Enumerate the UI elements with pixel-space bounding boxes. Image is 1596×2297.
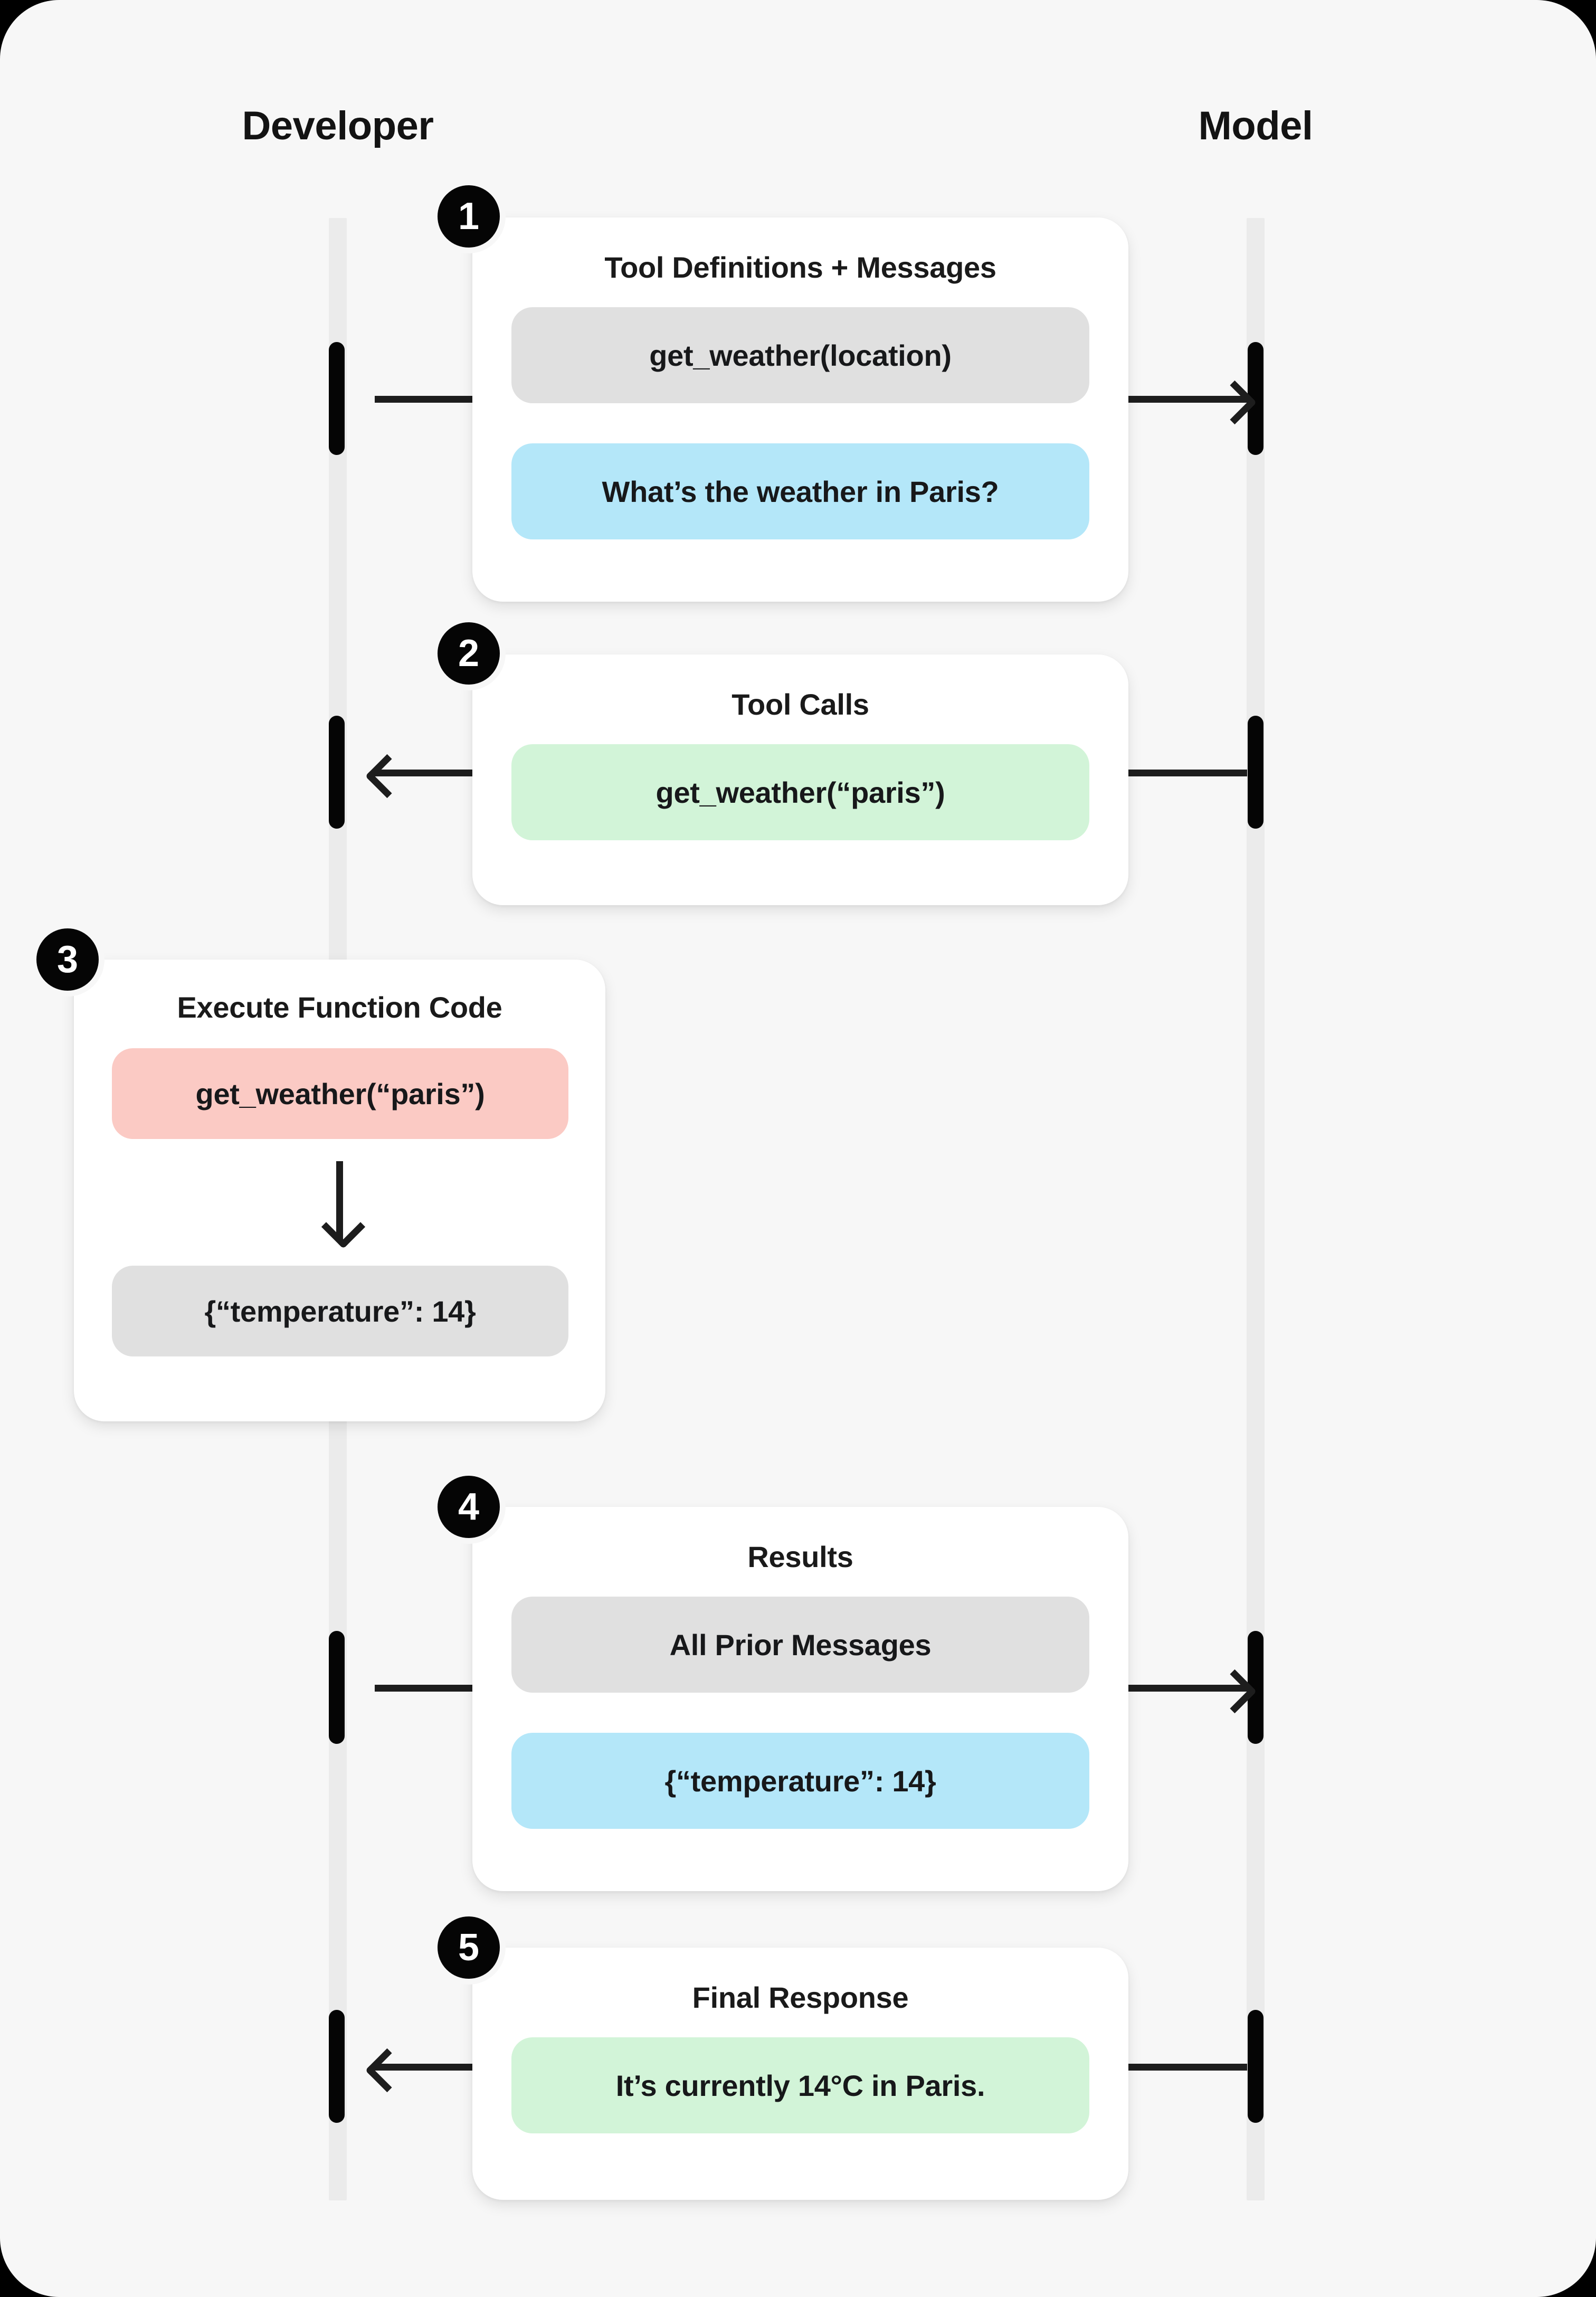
lifeline-model — [1247, 218, 1265, 2200]
card-step-4[interactable]: Results All Prior Messages {“temperature… — [472, 1507, 1128, 1891]
pill-function-result: {“temperature”: 14} — [112, 1266, 568, 1356]
card-step-5[interactable]: Final Response It’s currently 14°C in Pa… — [472, 1948, 1128, 2200]
card-title-step-5: Final Response — [692, 1981, 909, 2014]
arrow-down-icon — [321, 1161, 365, 1249]
column-header-developer: Developer — [242, 103, 434, 148]
arrow-card-to-model-step-4 — [1127, 1669, 1257, 1714]
pill-tool-definition: get_weather(location) — [511, 307, 1089, 403]
arrow-shaft-icon — [1127, 769, 1247, 776]
pill-prior-messages: All Prior Messages — [511, 1597, 1089, 1693]
card-title-step-4: Results — [747, 1540, 853, 1573]
arrow-head-left-icon — [365, 754, 410, 799]
pill-user-message: What’s the weather in Paris? — [511, 443, 1089, 539]
activation-bar-developer-step-4 — [329, 1631, 345, 1744]
pill-tool-result: {“temperature”: 14} — [511, 1733, 1089, 1829]
step-badge-3: 3 — [31, 923, 104, 996]
activation-bar-model-step-4 — [1248, 1631, 1264, 1744]
card-title-step-2: Tool Calls — [732, 688, 869, 721]
column-header-model: Model — [1198, 103, 1313, 148]
arrow-card-to-model-step-1 — [1127, 380, 1257, 425]
step-badge-5: 5 — [432, 1911, 506, 1985]
pill-final-answer: It’s currently 14°C in Paris. — [511, 2037, 1089, 2133]
card-title-step-3: Execute Function Code — [177, 991, 502, 1024]
card-step-2[interactable]: Tool Calls get_weather(“paris”) — [472, 654, 1128, 905]
activation-bar-developer-step-1 — [329, 342, 345, 455]
step-badge-2: 2 — [432, 616, 506, 690]
activation-bar-model-step-5 — [1248, 2010, 1264, 2123]
pill-function-invocation: get_weather(“paris”) — [112, 1048, 568, 1139]
step-badge-4: 4 — [432, 1470, 506, 1544]
arrow-model-to-card-step-5 — [1127, 2062, 1247, 2072]
card-title-step-1: Tool Definitions + Messages — [604, 251, 996, 284]
arrow-shaft-icon — [1127, 395, 1247, 403]
arrow-shaft-icon — [336, 1161, 343, 1239]
activation-bar-model-step-2 — [1248, 716, 1264, 829]
step-badge-1: 1 — [432, 179, 506, 253]
arrow-shaft-icon — [1127, 1684, 1247, 1692]
card-step-3[interactable]: Execute Function Code get_weather(“paris… — [74, 960, 605, 1421]
activation-bar-developer-step-2 — [329, 716, 345, 829]
pill-tool-call: get_weather(“paris”) — [511, 744, 1089, 840]
arrow-shaft-icon — [1127, 2063, 1247, 2071]
arrow-model-to-card-step-2 — [1127, 768, 1247, 777]
activation-bar-developer-step-5 — [329, 2010, 345, 2123]
arrow-head-left-icon — [365, 2048, 410, 2093]
activation-bar-model-step-1 — [1248, 342, 1264, 455]
arrow-head-down-icon — [321, 1204, 365, 1249]
card-step-1[interactable]: Tool Definitions + Messages get_weather(… — [472, 217, 1128, 602]
